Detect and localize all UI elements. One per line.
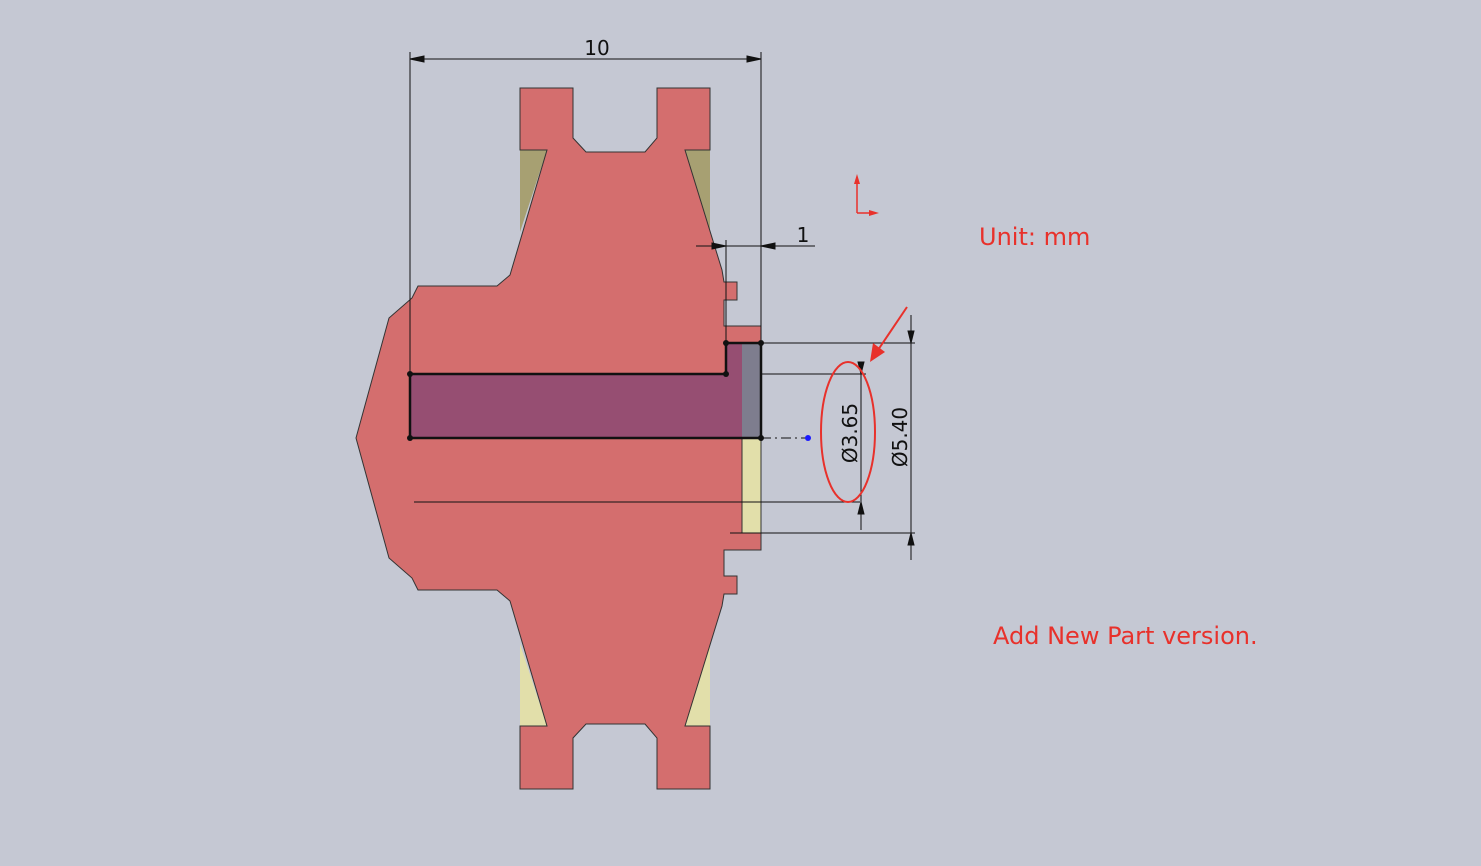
dimension-outer-diameter[interactable] (907, 315, 915, 560)
dimension-3-65-label: Ø3.65 (838, 403, 862, 463)
highlight-ellipse (820, 361, 876, 503)
dimension-overall-length[interactable] (409, 52, 762, 374)
coordinate-axes-icon (854, 174, 879, 216)
bore-section[interactable] (410, 374, 742, 438)
dimension-10-label: 10 (584, 36, 609, 60)
version-note: Add New Part version. (993, 622, 1258, 650)
origin-point[interactable] (805, 435, 811, 441)
dimension-step-length[interactable] (696, 240, 815, 343)
insert-lower (741, 437, 762, 534)
dimension-5-40-label: Ø5.40 (888, 407, 912, 467)
bore-step (726, 343, 742, 374)
annotation-arrow-icon (870, 306, 908, 362)
insert-section[interactable] (742, 343, 761, 438)
unit-note: Unit: mm (979, 223, 1091, 251)
dimension-1-label: 1 (797, 223, 810, 247)
